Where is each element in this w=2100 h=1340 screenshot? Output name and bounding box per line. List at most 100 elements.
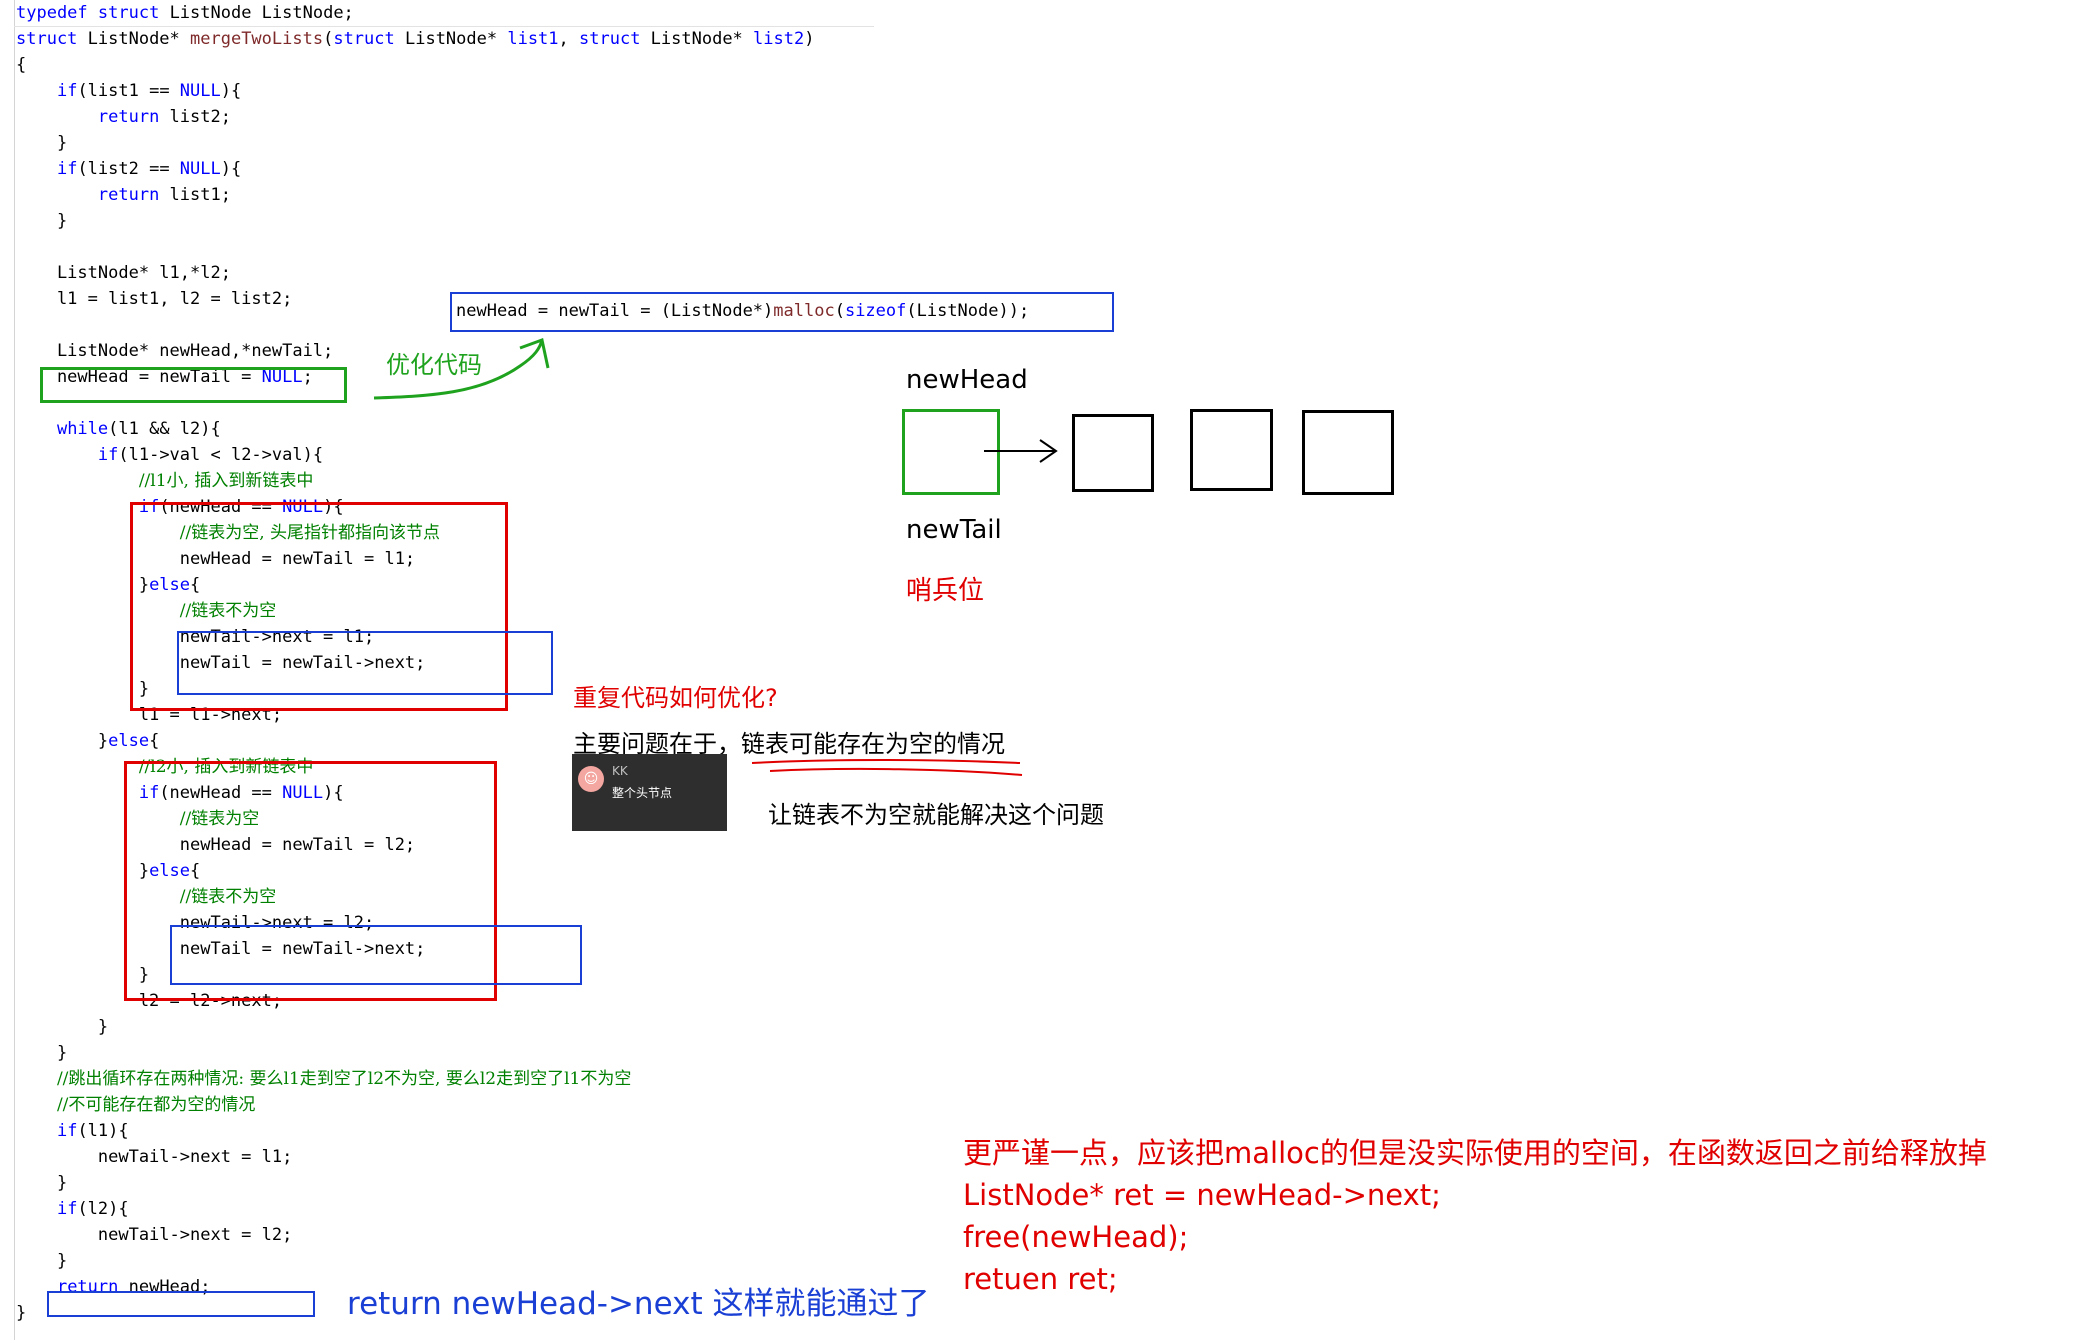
code-token xyxy=(88,3,98,23)
code-line: return list2; xyxy=(16,104,814,130)
code-token: (l1->val < l2->val){ xyxy=(118,445,324,465)
code-token: while xyxy=(56,419,109,439)
code-line: }else{ xyxy=(16,858,814,884)
l1-else-blue-box xyxy=(177,631,553,695)
code-line: newHead = newTail = NULL; xyxy=(16,364,814,390)
code-line: ListNode* newHead,*newTail; xyxy=(16,338,814,364)
code-token xyxy=(16,1121,57,1141)
code-token: { xyxy=(190,575,201,595)
code-token: { xyxy=(190,861,201,881)
code-token: ){ xyxy=(220,159,242,179)
code-token: (ListNode)); xyxy=(906,301,1030,321)
list-node-box-1 xyxy=(1072,414,1154,492)
next-arrow-icon xyxy=(984,439,1058,463)
code-line: //链表不为空 xyxy=(16,884,814,910)
code-token: l2 = l2->next; xyxy=(16,991,283,1011)
code-token xyxy=(16,1095,57,1115)
code-line: //l1小, 插入到新链表中 xyxy=(16,468,814,494)
main-issue-lead: 主要问题在于， xyxy=(573,730,741,758)
code-token: } xyxy=(16,965,150,985)
editor-top-line xyxy=(14,0,874,27)
code-line: //链表不为空 xyxy=(16,598,814,624)
code-token: if xyxy=(56,81,78,101)
code-editor[interactable]: typedef struct ListNode ListNode;struct … xyxy=(16,0,814,1326)
code-token: (list1 == xyxy=(77,81,180,101)
code-line: newHead = newTail = l2; xyxy=(16,832,814,858)
newtail-label: newTail xyxy=(906,515,1002,545)
code-line: newTail->next = l1; xyxy=(16,1144,814,1170)
code-line: newTail->next = l2; xyxy=(16,1222,814,1248)
code-token xyxy=(16,445,98,465)
code-line: newTail = newTail->next; xyxy=(16,936,814,962)
code-token: list1 xyxy=(507,29,559,49)
code-token: newHead = newTail = l1; xyxy=(16,549,416,569)
code-token: //链表不为空 xyxy=(179,887,277,907)
code-token: (list2 == xyxy=(77,159,180,179)
code-token: else xyxy=(108,731,150,751)
code-token: newTail->next = l2; xyxy=(16,1225,293,1245)
code-token: typedef xyxy=(16,3,88,23)
code-token: } xyxy=(16,1017,109,1037)
code-token: (l2){ xyxy=(77,1199,129,1219)
code-line: if(list1 == NULL){ xyxy=(16,78,814,104)
code-token: newTail->next = l1; xyxy=(16,1147,293,1167)
code-token: NULL xyxy=(179,159,221,179)
list-node-box-2 xyxy=(1190,409,1273,491)
code-line: } xyxy=(16,1300,814,1326)
code-token: ) xyxy=(804,29,815,49)
code-line: //链表为空 xyxy=(16,806,814,832)
code-token: , xyxy=(558,29,580,49)
code-line: while(l1 && l2){ xyxy=(16,416,814,442)
editor-gutter-line xyxy=(14,0,15,1340)
main-issue-note: 主要问题在于，链表可能存在为空的情况 xyxy=(573,724,1005,759)
code-line: } xyxy=(16,962,814,988)
code-token: if xyxy=(138,783,160,803)
code-token: } xyxy=(16,211,68,231)
code-token: NULL xyxy=(179,81,221,101)
code-line: } xyxy=(16,1040,814,1066)
code-token: newTail = newTail->next; xyxy=(16,653,426,673)
code-token: ListNode* xyxy=(394,29,508,49)
comment-popup[interactable]: ☺ KK 整个头节点 xyxy=(572,754,727,831)
code-token: } xyxy=(16,731,109,751)
l2-else-blue-box xyxy=(170,925,582,985)
code-token: //链表不为空 xyxy=(179,601,277,621)
code-token xyxy=(16,185,98,205)
repeat-code-question: 重复代码如何优化? xyxy=(573,684,778,712)
optimize-note: 优化代码 xyxy=(386,351,482,379)
avatar: ☺ xyxy=(578,766,604,792)
code-token xyxy=(16,81,57,101)
code-line: struct ListNode* mergeTwoLists(struct Li… xyxy=(16,26,814,52)
code-token: //链表为空, 头尾指针都指向该节点 xyxy=(179,523,441,543)
code-token: (newHead == xyxy=(159,783,283,803)
code-token: struct xyxy=(579,29,641,49)
code-line: newHead = newTail = l1; xyxy=(16,546,814,572)
code-token: list1; xyxy=(159,185,231,205)
code-line: //链表为空, 头尾指针都指向该节点 xyxy=(16,520,814,546)
code-token: ( xyxy=(323,29,334,49)
code-token: } xyxy=(16,1043,68,1063)
code-token: return xyxy=(97,107,160,127)
code-token: malloc xyxy=(773,301,835,321)
code-line: if(newHead == NULL){ xyxy=(16,780,814,806)
code-token: list2; xyxy=(159,107,231,127)
code-line: newTail->next = l2; xyxy=(16,910,814,936)
code-token xyxy=(16,783,139,803)
free-note-line-3: free(newHead); xyxy=(963,1220,1189,1254)
code-token: (l1){ xyxy=(77,1121,129,1141)
code-token xyxy=(16,497,139,517)
code-line: if(list2 == NULL){ xyxy=(16,156,814,182)
l2-branch-red-box xyxy=(124,761,497,1001)
return-blue-box xyxy=(47,1291,315,1317)
code-token: return xyxy=(97,185,160,205)
code-token: { xyxy=(16,55,27,75)
code-token: } xyxy=(16,575,150,595)
code-line xyxy=(16,234,814,260)
code-line: } xyxy=(16,208,814,234)
code-line: //跳出循环存在两种情况: 要么l1走到空了l2不为空, 要么l2走到空了l1不… xyxy=(16,1066,814,1092)
code-line: if(l1->val < l2->val){ xyxy=(16,442,814,468)
code-token: struct xyxy=(16,29,78,49)
code-line: }else{ xyxy=(16,728,814,754)
code-line: return list1; xyxy=(16,182,814,208)
list-node-box-3 xyxy=(1302,410,1394,495)
